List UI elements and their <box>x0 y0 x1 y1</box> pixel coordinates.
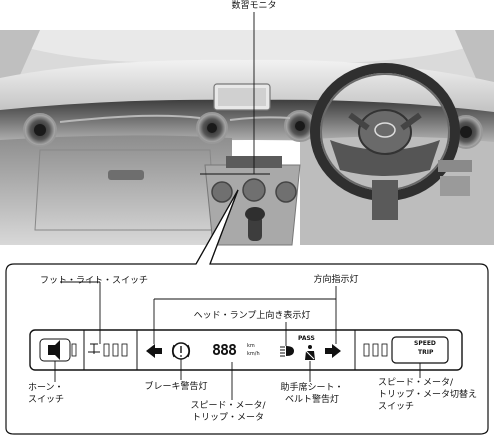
high-beam-icon <box>280 346 294 357</box>
label-top-callout: 数習モニタ <box>231 1 277 11</box>
label-seatbelt-2: ベルト警告灯 <box>284 395 340 405</box>
turn-signal-right-icon <box>325 344 341 358</box>
speed-button-text: SPEED <box>414 340 436 347</box>
label-horn-switch-1: ホーン・ <box>28 383 64 393</box>
label-brake-warning: ブレーキ警告灯 <box>144 382 208 392</box>
label-horn-switch-2: スイッチ <box>28 395 65 405</box>
callout-frame <box>5 189 489 435</box>
leader-lines <box>54 281 421 400</box>
speed-trip-button-area <box>363 343 388 357</box>
unit-km: km <box>247 343 255 349</box>
label-speedometer-2: トリップ・メータ <box>191 413 265 423</box>
label-foot-light-switch: フット・ライト・スイッチ <box>40 276 149 286</box>
label-speedometer-1: スピード・メータ/ <box>190 401 266 411</box>
foot-light-switch[interactable] <box>88 343 128 357</box>
label-high-beam: ヘッド・ランプ上向き表示灯 <box>193 311 311 321</box>
label-speed-trip-switch-3: スイッチ <box>378 402 415 412</box>
horn-switch-button[interactable] <box>39 338 77 362</box>
turn-signal-left-icon <box>146 344 162 358</box>
brake-warning-icon <box>171 342 191 360</box>
top-callout-leader <box>200 12 270 175</box>
unit-kmh: km/h <box>247 351 260 357</box>
dashboard-illustration <box>0 30 494 246</box>
trip-button-text: TRIP <box>418 349 434 356</box>
label-seatbelt-1: 助手席シート・ <box>280 383 344 393</box>
label-turn-signal: 方向指示灯 <box>313 275 359 285</box>
label-speed-trip-switch-1: スピード・メータ/ <box>378 378 454 388</box>
speedometer-digits: 888 <box>212 341 237 359</box>
pass-text: PASS <box>298 335 315 342</box>
meter-panel <box>29 329 463 371</box>
seatbelt-icon <box>305 345 315 360</box>
label-speed-trip-switch-2: トリップ・メータ切替え <box>378 390 478 400</box>
